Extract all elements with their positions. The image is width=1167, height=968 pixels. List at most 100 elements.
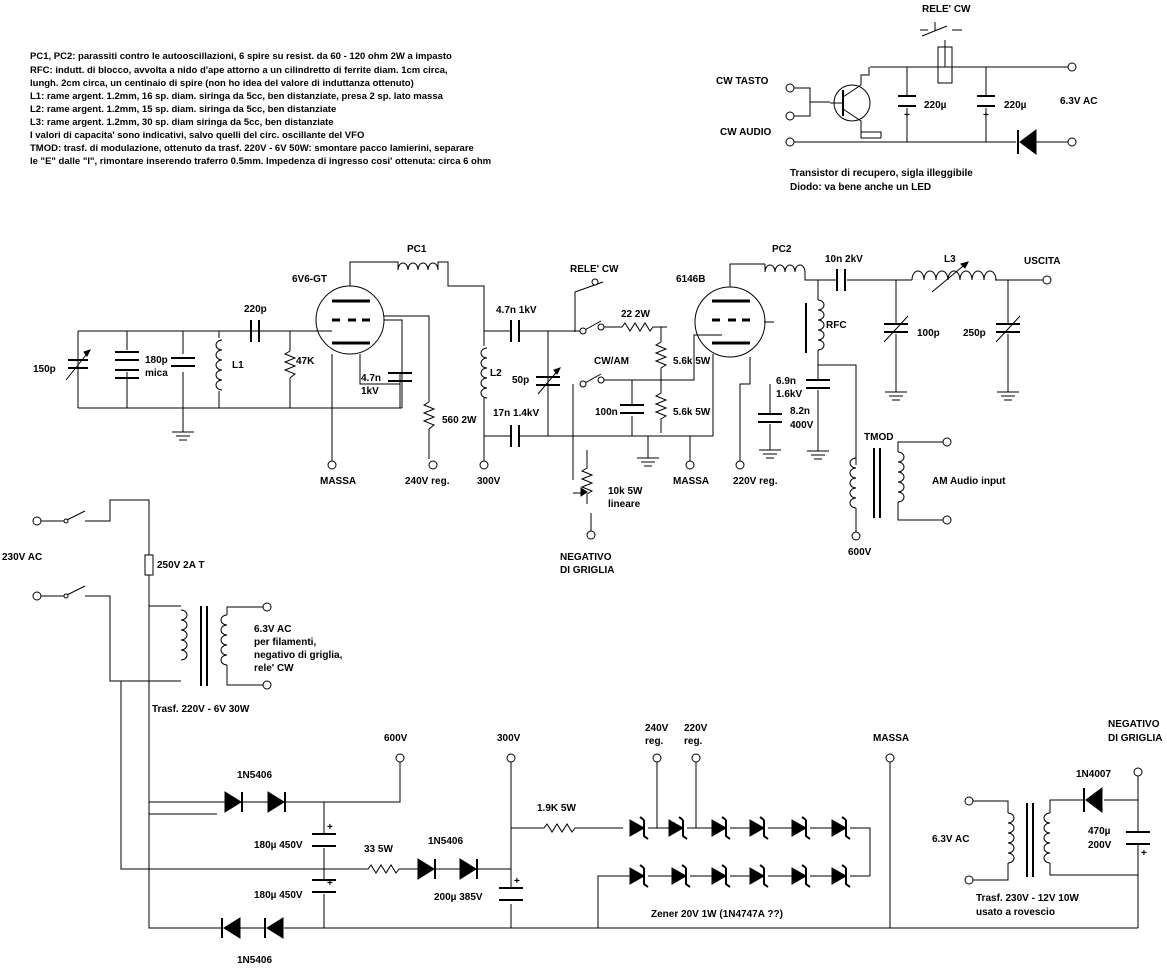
v300-label: 300V <box>477 476 501 487</box>
cap-69n: 6.9n <box>776 376 796 387</box>
cw-relay-circuit: RELE' CW CW TASTO CW AUDIO + + 220µ 220µ… <box>716 4 1097 193</box>
plus-sign: + <box>327 822 333 833</box>
trafo2-primary <box>1007 812 1015 864</box>
coil-l1 <box>215 339 223 391</box>
sec-label-4: rele' CW <box>254 663 294 674</box>
ground-symbol <box>636 451 660 467</box>
ground-symbol <box>806 444 830 460</box>
trafo1-primary <box>180 609 188 661</box>
fuse-label: 250V 2A T <box>157 560 204 571</box>
sec-right-label: 6.3V AC <box>932 834 969 845</box>
v600-ps: 600V <box>384 733 408 744</box>
cap-50p: 50p <box>512 375 529 386</box>
l3-label: L3 <box>944 254 956 265</box>
tube2-label: 6146B <box>676 274 705 285</box>
terminal <box>652 753 662 763</box>
coil-l2 <box>480 347 488 399</box>
pot-label: 10k 5W <box>608 486 643 497</box>
pot-label-2: lineare <box>608 499 641 510</box>
tube-6146b <box>694 286 766 358</box>
terminal <box>942 515 952 525</box>
zener <box>711 864 731 888</box>
zener-label: Zener 20V 1W (1N4747A ??) <box>651 909 783 920</box>
relay-label: RELE' CW <box>922 4 971 15</box>
terminal <box>428 460 438 470</box>
notes-block: PC1, PC2: parassiti contro le autooscill… <box>30 51 491 167</box>
r56k-2-label: 5.6k 5W <box>673 407 711 418</box>
zener <box>791 816 811 840</box>
coil-rfc <box>817 299 825 351</box>
cap-150p: 150p <box>33 364 56 375</box>
terminal <box>851 531 861 541</box>
massa2-label: MASSA <box>673 476 709 487</box>
trafo1-secondary <box>220 614 228 666</box>
d4007-label: 1N4007 <box>1076 769 1111 780</box>
rfc-label: RFC <box>826 320 847 331</box>
zener <box>668 816 688 840</box>
terminal <box>395 753 405 763</box>
plus-sign: + <box>1141 848 1147 859</box>
terminal <box>1067 62 1077 72</box>
trafo2-secondary <box>1043 812 1051 864</box>
resistor-47k <box>283 350 297 379</box>
massa-label: MASSA <box>320 476 356 487</box>
terminal <box>32 591 42 601</box>
plus-sign: + <box>904 110 910 121</box>
diode-1n4007 <box>1085 787 1103 813</box>
relay-cw-label: RELE' CW <box>570 264 619 275</box>
am-input-label: AM Audio input <box>932 476 1006 487</box>
trafo2-label-1: Trasf. 230V - 12V 10W <box>976 893 1079 904</box>
zener <box>749 816 769 840</box>
zener <box>629 816 649 840</box>
cap-180p-mica: mica <box>145 368 168 379</box>
cw-audio-label: CW AUDIO <box>720 127 772 138</box>
tube1-label: 6V6-GT <box>292 274 327 285</box>
cap-82n-v: 400V <box>790 420 814 431</box>
plus-sign: + <box>983 110 989 121</box>
c470-label: 470µ <box>1088 826 1111 837</box>
note-line: RFC: indutt. di blocco, avvolta a nido d… <box>30 65 448 76</box>
coil-l3 <box>911 270 997 281</box>
note-line: L2: rame argent. 1.2mm, 15 sp. diam. sir… <box>30 104 336 115</box>
c180b-label: 180µ 450V <box>254 890 303 901</box>
cap-value: 220µ <box>1004 100 1027 111</box>
terminal <box>262 680 272 690</box>
transistor-note: Transistor di recupero, sigla illeggibil… <box>790 168 973 179</box>
mains-label: 230V AC <box>2 552 42 563</box>
v240-label: 240V reg. <box>405 476 450 487</box>
v300-ps: 300V <box>497 733 521 744</box>
relay-switch <box>574 281 604 385</box>
uscita-label: USCITA <box>1024 256 1060 267</box>
sec-label-2: per filamenti, <box>254 637 316 648</box>
cap-47n-grid: 4.7n <box>361 373 381 384</box>
terminal <box>685 460 695 470</box>
cap-100n: 100n <box>595 407 618 418</box>
terminal <box>964 796 974 806</box>
coil-l2-label: L2 <box>490 368 502 379</box>
ground-symbol <box>171 425 195 441</box>
coil-pc2 <box>764 264 806 273</box>
cap-10n: 10n 2kV <box>825 254 863 265</box>
terminal <box>479 460 489 470</box>
relay-contact <box>921 22 948 37</box>
r19k-label: 1.9K 5W <box>537 803 576 814</box>
cap-82n: 8.2n <box>790 406 810 417</box>
cap-17n: 17n 1.4kV <box>493 408 539 419</box>
tmod-secondary <box>897 451 905 503</box>
note-line: lungh. 2cm circa, un centinaio di spire … <box>30 78 414 89</box>
power-supply: 230V AC 250V 2A T 6.3V AC per filamenti,… <box>2 499 1162 966</box>
ground-symbol <box>996 385 1020 401</box>
plus-sign: + <box>514 876 520 887</box>
diode-1n5406-bot <box>223 917 284 939</box>
note-line: le "E" dalle "I", rimontare inserendo tr… <box>30 156 491 167</box>
zener <box>629 864 649 888</box>
tmod-primary <box>849 457 857 509</box>
plus-sign: + <box>327 878 333 889</box>
supply-label: 6.3V AC <box>1060 96 1097 107</box>
c180a-label: 180µ 450V <box>254 840 303 851</box>
coil-l1-label: L1 <box>232 360 244 371</box>
terminal <box>1042 275 1052 285</box>
zener <box>831 816 851 840</box>
cap-100p: 100p <box>917 328 940 339</box>
terminal <box>964 875 974 885</box>
